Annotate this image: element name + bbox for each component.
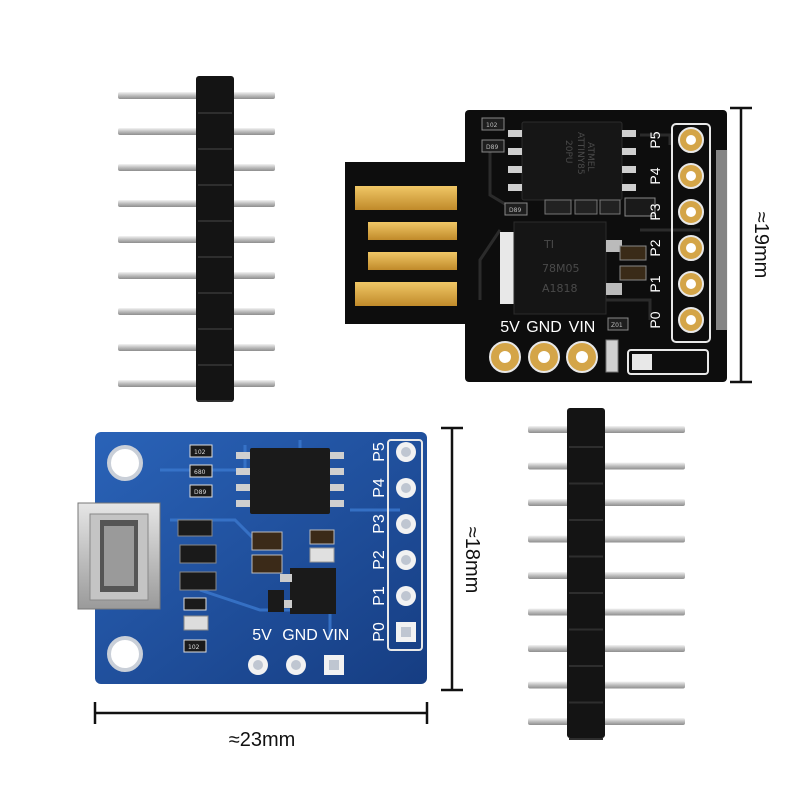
chip-marking: ATTINY85 (575, 132, 585, 175)
header-pin (528, 645, 685, 652)
pin-label: P1 (371, 586, 388, 606)
chip-marking: ATMEL (585, 142, 595, 171)
header-pin (528, 462, 685, 470)
pin-label: P3 (647, 203, 663, 220)
usb-contact (355, 186, 457, 210)
dimension-label-23mm: ≈23mm (229, 729, 296, 751)
smd-label: D89 (509, 207, 521, 214)
smd-label: D89 (486, 144, 498, 151)
pin-label: P0 (647, 311, 663, 328)
smd-label: 102 (194, 449, 206, 456)
usb-contact (355, 282, 457, 306)
pin-label: P5 (647, 131, 663, 148)
chip-marking: 20PU (563, 140, 573, 163)
power-label: GND (282, 627, 318, 644)
usb-contact (368, 252, 457, 270)
black-digispark-board: ATMEL ATTINY85 20PU 102 D89 D89 TI 78M05… (345, 110, 728, 382)
dimension-label-19mm: ≈19mm (750, 212, 772, 279)
header-pin (528, 681, 685, 689)
header-pin (528, 426, 685, 433)
pin-label: P5 (371, 442, 388, 462)
led (605, 339, 619, 373)
pin-label: P1 (647, 275, 663, 292)
power-label: VIN (323, 627, 350, 644)
pin-label: P4 (371, 478, 388, 498)
usb-contact (368, 222, 457, 240)
pin-header-top-left (118, 76, 275, 402)
dimension-right-blue (441, 426, 463, 692)
pin-label: P2 (647, 239, 663, 256)
power-label: 5V (252, 627, 272, 644)
header-plastic (196, 76, 234, 402)
power-label: GND (526, 319, 562, 336)
smd-label: Z01 (611, 322, 623, 329)
pin-header-bottom-right (528, 408, 685, 740)
smd-label: 680 (194, 469, 206, 476)
regulator-marking: TI (543, 238, 554, 251)
mounting-hole (107, 445, 143, 481)
pin-label: P2 (371, 550, 388, 570)
voltage-regulator (290, 568, 336, 614)
header-pin (528, 608, 685, 616)
attiny85-chip (521, 121, 623, 201)
header-plastic (567, 408, 605, 738)
power-label: 5V (500, 319, 520, 336)
regulator-marking: A1818 (542, 282, 578, 295)
mounting-hole (107, 636, 143, 672)
dimension-bottom-blue (93, 702, 429, 724)
pin-label: P4 (647, 167, 663, 184)
pin-label: P3 (371, 514, 388, 534)
smd-label: 102 (188, 644, 200, 651)
dimension-label-18mm: ≈18mm (461, 527, 483, 594)
smd-label: D89 (194, 489, 206, 496)
header-pin (528, 535, 685, 543)
voltage-regulator (513, 221, 607, 315)
regulator-marking: 78M05 (542, 262, 580, 275)
header-pin (528, 718, 685, 725)
smd-label: 102 (486, 122, 498, 129)
pin-label: P0 (371, 622, 388, 642)
header-pin (528, 499, 685, 506)
power-label: VIN (569, 319, 596, 336)
attiny85-chip (250, 448, 330, 514)
dimension-right-black (730, 106, 752, 384)
header-pin (528, 572, 685, 579)
